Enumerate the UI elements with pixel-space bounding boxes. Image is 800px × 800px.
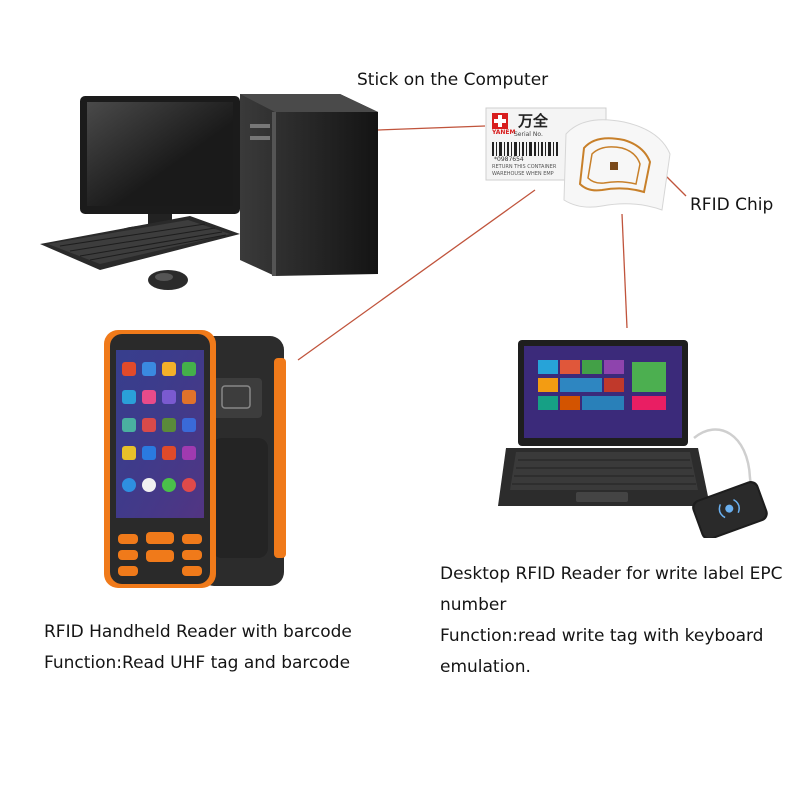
handheld-title: RFID Handheld Reader with barcode xyxy=(44,622,352,642)
connector-laptop-tag xyxy=(621,213,628,329)
handheld-function: Function:Read UHF tag and barcode xyxy=(44,653,351,673)
app-grid xyxy=(122,362,196,492)
connector-handheld-tag xyxy=(297,189,536,361)
connector-computer-tag xyxy=(377,125,486,131)
rfid-chip-label: RFID Chip xyxy=(690,195,774,215)
handheld-reader-image xyxy=(104,330,286,588)
stick-on-computer-label: Stick on the Computer xyxy=(357,70,549,90)
laptop-reader-image xyxy=(498,340,768,538)
tile-grid xyxy=(538,360,666,410)
tag-serial-number: *0987654 xyxy=(494,156,524,163)
desktop-reader-function-line2: emulation. xyxy=(440,657,531,677)
tag-fine-print-1: RETURN THIS CONTAINER xyxy=(492,164,557,170)
desktop-reader-device xyxy=(692,481,768,538)
desktop-computer-image xyxy=(40,94,378,290)
rfid-tag-image: 万全 YANEM Serial No. *0987654 RETURN THIS… xyxy=(484,104,674,216)
desktop-reader-title-line2: number xyxy=(440,595,507,615)
tag-brand-en: YANEM xyxy=(492,129,516,136)
rfid-chip-icon xyxy=(610,162,618,170)
desktop-reader-function-line1: Function:read write tag with keyboard xyxy=(440,626,764,646)
desktop-reader-title-line1: Desktop RFID Reader for write label EPC xyxy=(440,564,783,584)
tag-graphic xyxy=(485,107,671,211)
tag-brand-cn: 万全 xyxy=(518,112,549,130)
tag-fine-print-2: WAREHOUSE WHEN EMP xyxy=(492,171,554,177)
tag-serial-label: Serial No. xyxy=(514,131,543,138)
rfid-antenna-icon xyxy=(578,137,652,194)
barcode-icon xyxy=(492,142,558,156)
